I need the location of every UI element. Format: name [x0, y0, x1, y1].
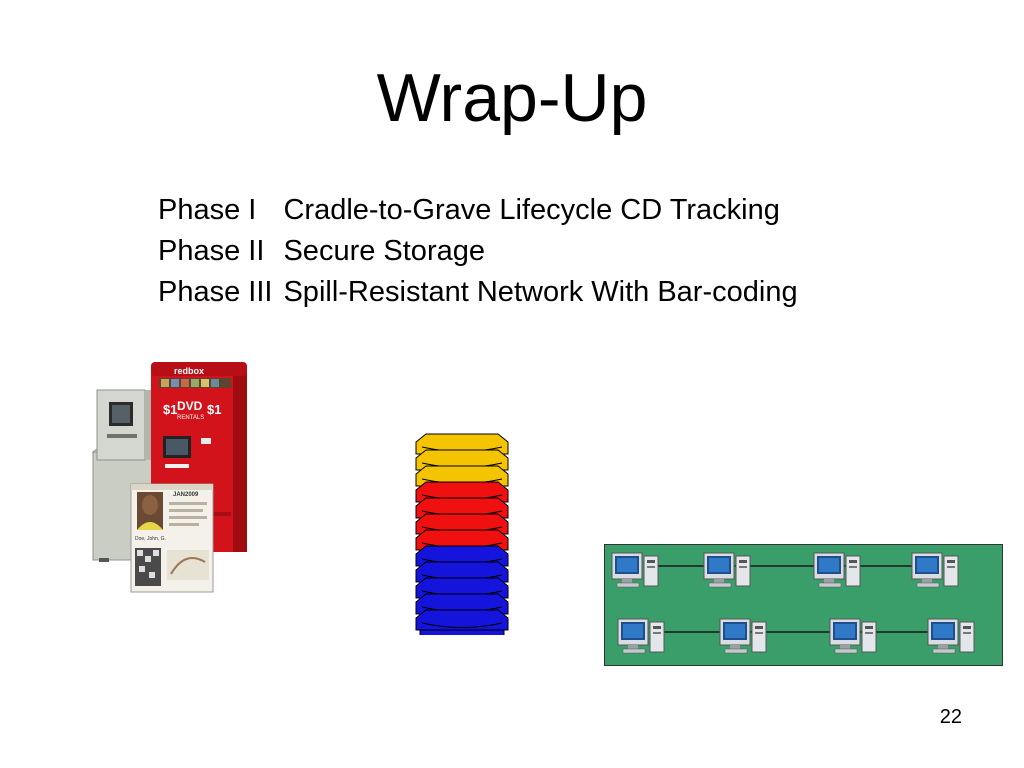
workstation-icon	[911, 552, 959, 588]
disc-icon	[415, 561, 509, 583]
kiosk-sub-text: RENTALS	[177, 415, 204, 421]
disc-stack-icon	[415, 433, 509, 635]
disc-icon	[415, 481, 509, 503]
disc-stack-base	[419, 629, 505, 635]
kiosk-price-left: $1	[163, 402, 177, 417]
phase-list: Phase I Cradle-to-Grave Lifecycle CD Tra…	[158, 190, 798, 313]
network-illustration	[604, 544, 1003, 666]
phase-label: Phase II	[158, 235, 265, 267]
workstation-icon	[719, 618, 767, 654]
disc-icon	[415, 513, 509, 535]
disc-icon	[415, 609, 509, 631]
id-card-icon: JAN2009 Doe, John, G.	[130, 483, 214, 593]
disc-icon	[415, 545, 509, 567]
media-machine-icon	[91, 389, 163, 562]
kiosk-main-text: DVD	[177, 399, 203, 413]
disc-icon	[415, 433, 509, 455]
phase-row: Phase I Cradle-to-Grave Lifecycle CD Tra…	[158, 190, 798, 231]
kiosk-illustration: redbox $1 DVD $1 RENTALS JAN2009 Doe, Jo…	[91, 362, 247, 593]
workstation-icon	[617, 618, 665, 654]
phase-row: Phase II Secure Storage	[158, 231, 798, 272]
id-card-date: JAN2009	[173, 492, 199, 498]
disc-stack-illustration	[415, 433, 509, 635]
disc-icon	[415, 449, 509, 471]
disc-icon	[415, 497, 509, 519]
phase-row: Phase III Spill-Resistant Network With B…	[158, 272, 798, 313]
disc-icon	[415, 465, 509, 487]
phase-label: Phase I	[158, 194, 257, 226]
workstation-icon	[927, 618, 975, 654]
phase-description: Spill-Resistant Network With Bar-coding	[283, 276, 798, 308]
network-nodes	[611, 552, 975, 654]
id-card-name: Doe, John, G.	[135, 536, 166, 542]
phase-description: Cradle-to-Grave Lifecycle CD Tracking	[283, 194, 780, 226]
disc-groove	[421, 622, 503, 628]
slide-title: Wrap-Up	[376, 60, 648, 136]
phase-description: Secure Storage	[283, 235, 485, 267]
disc-icon	[415, 577, 509, 599]
disc-icon	[415, 529, 509, 551]
page-number: 22	[939, 706, 962, 728]
workstation-icon	[813, 552, 861, 588]
kiosk-brand-text: redbox	[174, 366, 204, 376]
workstation-icon	[611, 552, 659, 588]
disc-icon	[415, 593, 509, 615]
kiosk-price-right: $1	[207, 402, 221, 417]
workstation-icon	[829, 618, 877, 654]
phase-label: Phase III	[158, 276, 273, 308]
workstation-icon	[703, 552, 751, 588]
